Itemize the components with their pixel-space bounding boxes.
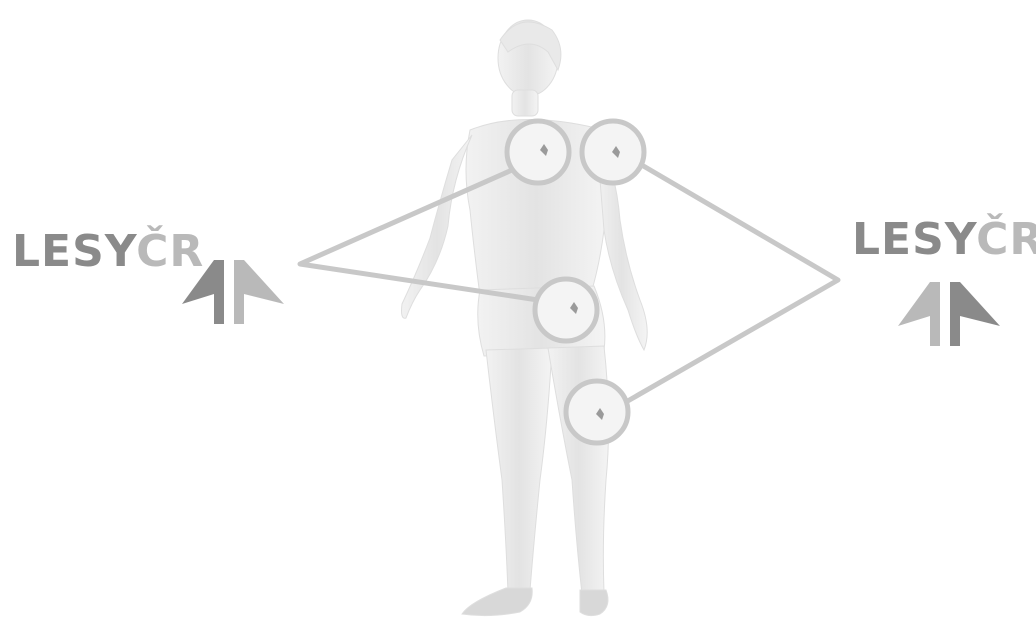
figure-leg-left: [486, 348, 552, 592]
connector-right: [626, 164, 838, 402]
logo-wordmark-part-a: LESY: [852, 214, 976, 265]
logo-wordmark-part-a: LESY: [12, 226, 136, 277]
logo-wordmark: LESYČR: [12, 230, 204, 274]
figure-neck: [512, 90, 538, 116]
lesy-cr-logo-right: LESYČR: [852, 218, 1036, 262]
patch-circle-thigh: [566, 381, 628, 443]
lesy-cr-logo-left: LESYČR: [12, 230, 204, 274]
logo-wordmark: LESYČR: [852, 218, 1036, 262]
patch-circle-chest-left: [507, 121, 569, 183]
patch-circle-hip: [535, 279, 597, 341]
figure-shoe-left: [462, 588, 532, 616]
lesy-cr-emblem-icon: [180, 254, 290, 328]
figure-shoe-right: [580, 590, 608, 616]
lesy-cr-emblem-icon: [896, 276, 1006, 350]
logo-wordmark-part-b: ČR: [976, 214, 1036, 265]
person-figure: [402, 20, 648, 616]
